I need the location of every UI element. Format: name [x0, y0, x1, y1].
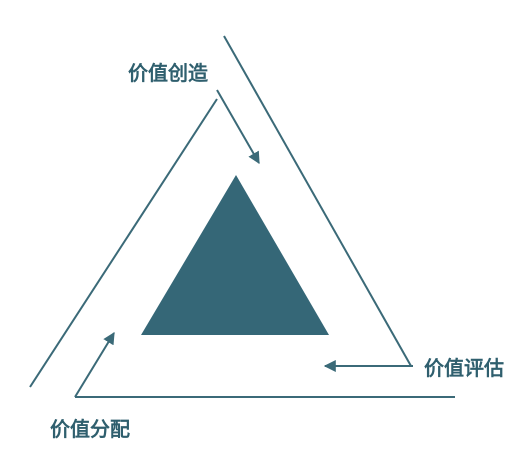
outer-left-edge	[29, 98, 218, 388]
label-value-evaluation: 价值评估	[424, 356, 504, 380]
label-value-distribution: 价值分配	[50, 417, 130, 441]
outer-right-edge	[223, 35, 412, 367]
arrow-create	[216, 89, 260, 165]
label-value-creation: 价值创造	[128, 61, 208, 85]
core-triangle	[141, 175, 329, 335]
arrow-distribute	[74, 331, 115, 398]
